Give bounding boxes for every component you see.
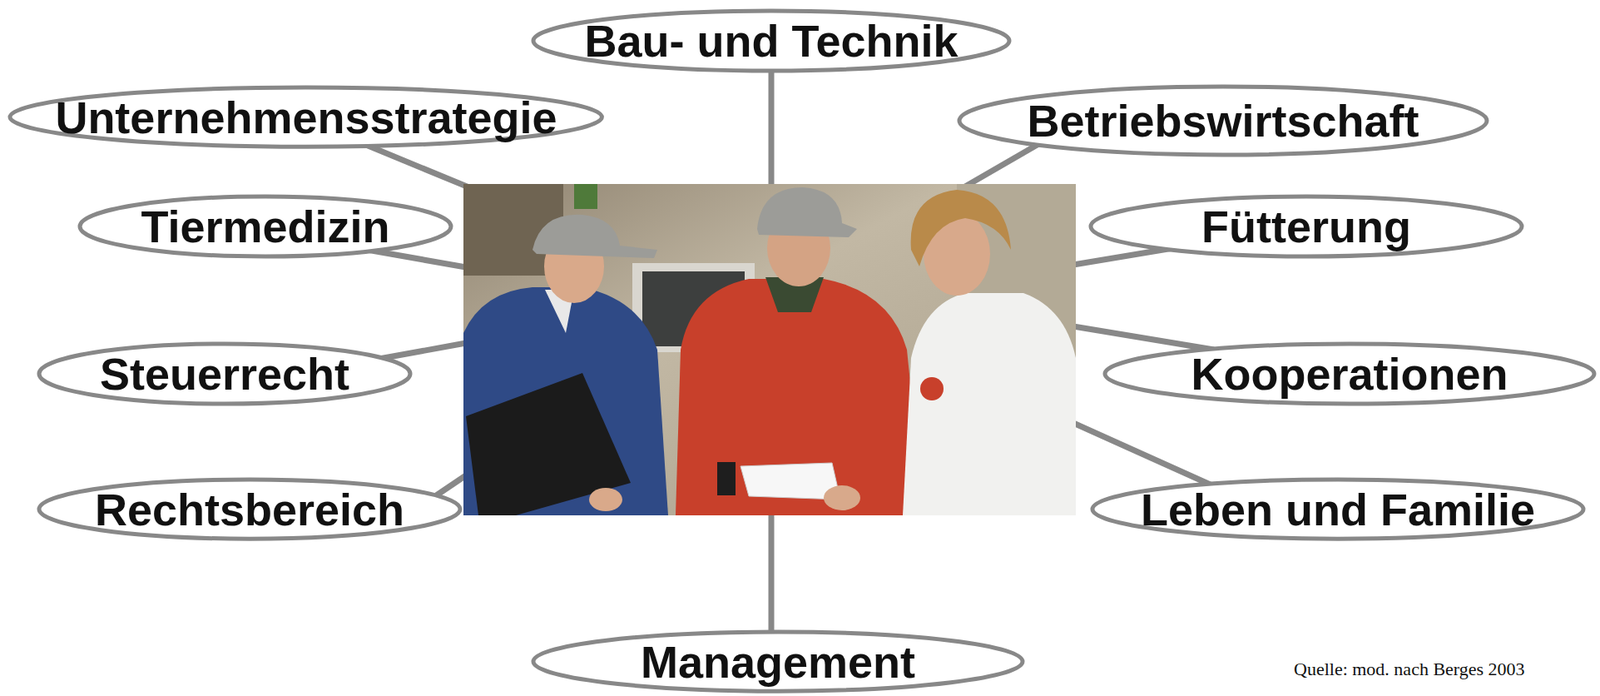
topic-label: Steuerrecht [99, 351, 350, 397]
topic-label: Betriebswirtschaft [1026, 98, 1419, 144]
topic-label: Rechtsbereich [94, 486, 405, 532]
source-note: Quelle: mod. nach Berges 2003 [1293, 658, 1526, 680]
topic-label: Tiermedizin [140, 203, 390, 249]
ellipse-shape [1104, 343, 1595, 404]
ellipse-shape [39, 343, 411, 404]
topic-label: Bau- und Technik [584, 18, 958, 64]
topic-ellipse: Fütterung [1088, 193, 1525, 259]
ellipse-shape [79, 196, 451, 257]
ellipse-shape [533, 10, 1010, 71]
topic-ellipse: Kooperationen [1102, 341, 1597, 407]
topic-ellipse: Tiermedizin [77, 193, 454, 259]
ellipse-shape [9, 87, 602, 147]
topic-label: Management [640, 639, 916, 684]
leader-line [1073, 326, 1214, 350]
leader-line [361, 143, 471, 189]
topic-ellipse: Leben und Familie [1089, 476, 1586, 541]
leader-line [366, 249, 466, 268]
topic-ellipse: Bau- und Technik [530, 8, 1012, 74]
leader-line [1073, 247, 1174, 265]
topic-ellipse: Betriebswirtschaft [956, 84, 1490, 158]
leader-line [1073, 422, 1214, 486]
topic-label: Unternehmensstrategie [54, 94, 557, 140]
topic-ellipse: Steuerrecht [36, 341, 413, 407]
leader-line [768, 512, 775, 640]
topic-label: Fütterung [1201, 203, 1412, 249]
topic-label: Leben und Familie [1140, 486, 1536, 532]
topic-ellipse: Management [530, 629, 1026, 694]
leader-line [374, 342, 466, 360]
ellipse-shape [1092, 479, 1584, 539]
ellipse-shape [533, 631, 1023, 691]
leader-line [965, 143, 1041, 187]
ellipse-shape [959, 86, 1487, 155]
topic-ellipse: Unternehmensstrategie [7, 84, 605, 149]
leader-line [768, 71, 775, 187]
topic-label: Kooperationen [1190, 351, 1508, 397]
ellipse-shape [39, 479, 461, 539]
topic-ellipse: Rechtsbereich [36, 476, 463, 541]
ellipse-shape [1090, 196, 1522, 257]
